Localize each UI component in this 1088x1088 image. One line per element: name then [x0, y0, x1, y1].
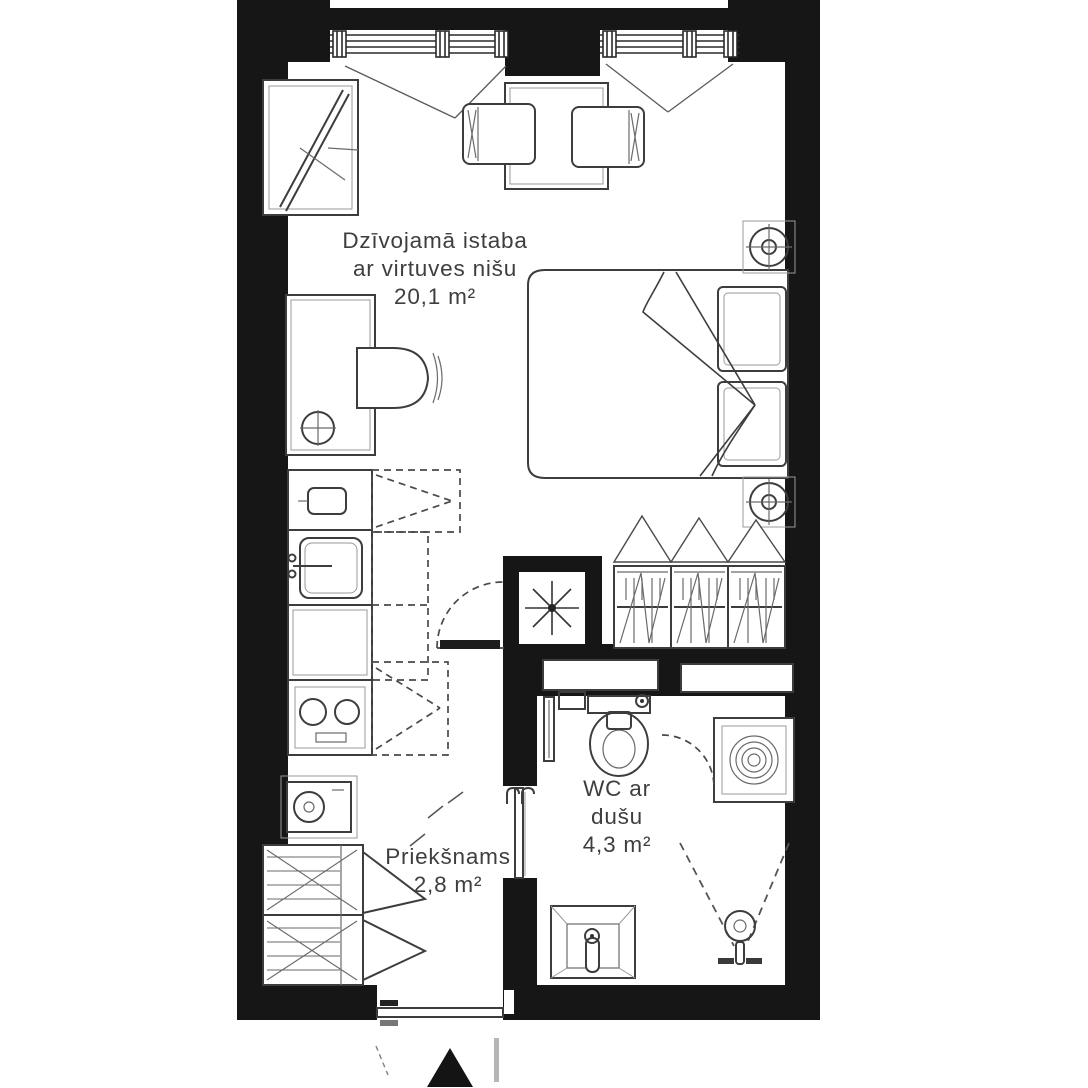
fan-icon: [525, 581, 579, 635]
wall-top-pillar: [505, 8, 600, 76]
kitchen-door-swing: [436, 581, 505, 649]
shower-drain-icon: [729, 735, 779, 785]
kitchen-niche: [287, 469, 505, 756]
counter-appliance: [287, 469, 373, 531]
built-in-wardrobe: [612, 514, 787, 649]
wall-bottom-right: [503, 985, 820, 1020]
wall-light-bottom: [742, 476, 796, 528]
towel-rail: [543, 696, 555, 762]
window-2: [600, 34, 740, 54]
hall-shelving: [262, 844, 428, 986]
toilet-icon: [587, 695, 651, 777]
wardrobe-doors-swing: [612, 514, 787, 563]
hallway: [262, 775, 504, 1087]
chair-left: [462, 103, 536, 165]
living-room: [262, 79, 796, 528]
ceiling-light-dot: [635, 694, 649, 708]
ventilation-shaft: [519, 572, 585, 644]
living-room-area-label: 20,1 m²: [394, 284, 476, 309]
window-opening-marks: [344, 63, 734, 119]
shower-door-swing: [661, 734, 715, 788]
table-lamp-icon: [300, 410, 336, 446]
room-labels: Dzīvojamā istaba ar virtuves nišu 20,1 m…: [342, 228, 652, 897]
wall-light-top: [742, 220, 796, 274]
kitchen-sink-icon: [287, 529, 373, 606]
sliding-door: [506, 786, 535, 879]
wall-right: [785, 0, 820, 1020]
blanket-fold: [642, 271, 756, 477]
entrance-door: [375, 1000, 504, 1082]
shower-tray: [713, 717, 795, 803]
wc-area-label: 4,3 m²: [583, 832, 652, 857]
window-frame-marks: [332, 30, 738, 58]
tall-wardrobe: [262, 79, 359, 216]
mirror-2: [680, 663, 794, 693]
cooktop-icon: [287, 679, 373, 756]
wall-shelf: [558, 691, 586, 710]
door-leaf: [440, 640, 500, 649]
shower-spray-lines: [679, 842, 790, 947]
hallway-swing-ticks: [409, 791, 464, 847]
wardrobe-sections: [613, 565, 786, 649]
wall-top-strip-1: [330, 8, 508, 30]
living-room-label-line2: ar virtuves nišu: [353, 256, 517, 281]
hallway-label: Priekšnams: [385, 844, 511, 869]
door-handle-icon: [506, 786, 535, 804]
desk-chair: [356, 347, 443, 409]
upper-cabinets-dashed: [371, 469, 461, 756]
counter-empty: [287, 604, 373, 681]
mirror-1: [542, 659, 659, 691]
bathroom: [506, 659, 795, 979]
shelving-door-swing-1: [362, 849, 428, 915]
chair-right: [571, 106, 645, 168]
shelving-door-swing-2: [362, 918, 428, 982]
living-room-label-line1: Dzīvojamā istaba: [342, 228, 527, 253]
door-pocket-notch: [504, 990, 514, 1014]
wall-column-above-wc-door: [503, 660, 537, 786]
wc-label-line1: WC ar: [583, 776, 651, 801]
bed: [527, 269, 789, 479]
entrance-arrow-icon: [427, 1048, 473, 1087]
windows: [330, 30, 740, 119]
wall-column-below-wc-door: [503, 878, 537, 985]
shower-head-icon: [718, 910, 762, 965]
wall-bottom-left: [237, 985, 377, 1020]
washbasin-icon: [550, 905, 636, 979]
wc-label-line2: dušu: [591, 804, 643, 829]
wall-top-strip-2: [600, 8, 740, 30]
washing-machine-icon: [280, 775, 358, 839]
hallway-area-label: 2,8 m²: [414, 872, 483, 897]
window-1: [330, 34, 508, 54]
